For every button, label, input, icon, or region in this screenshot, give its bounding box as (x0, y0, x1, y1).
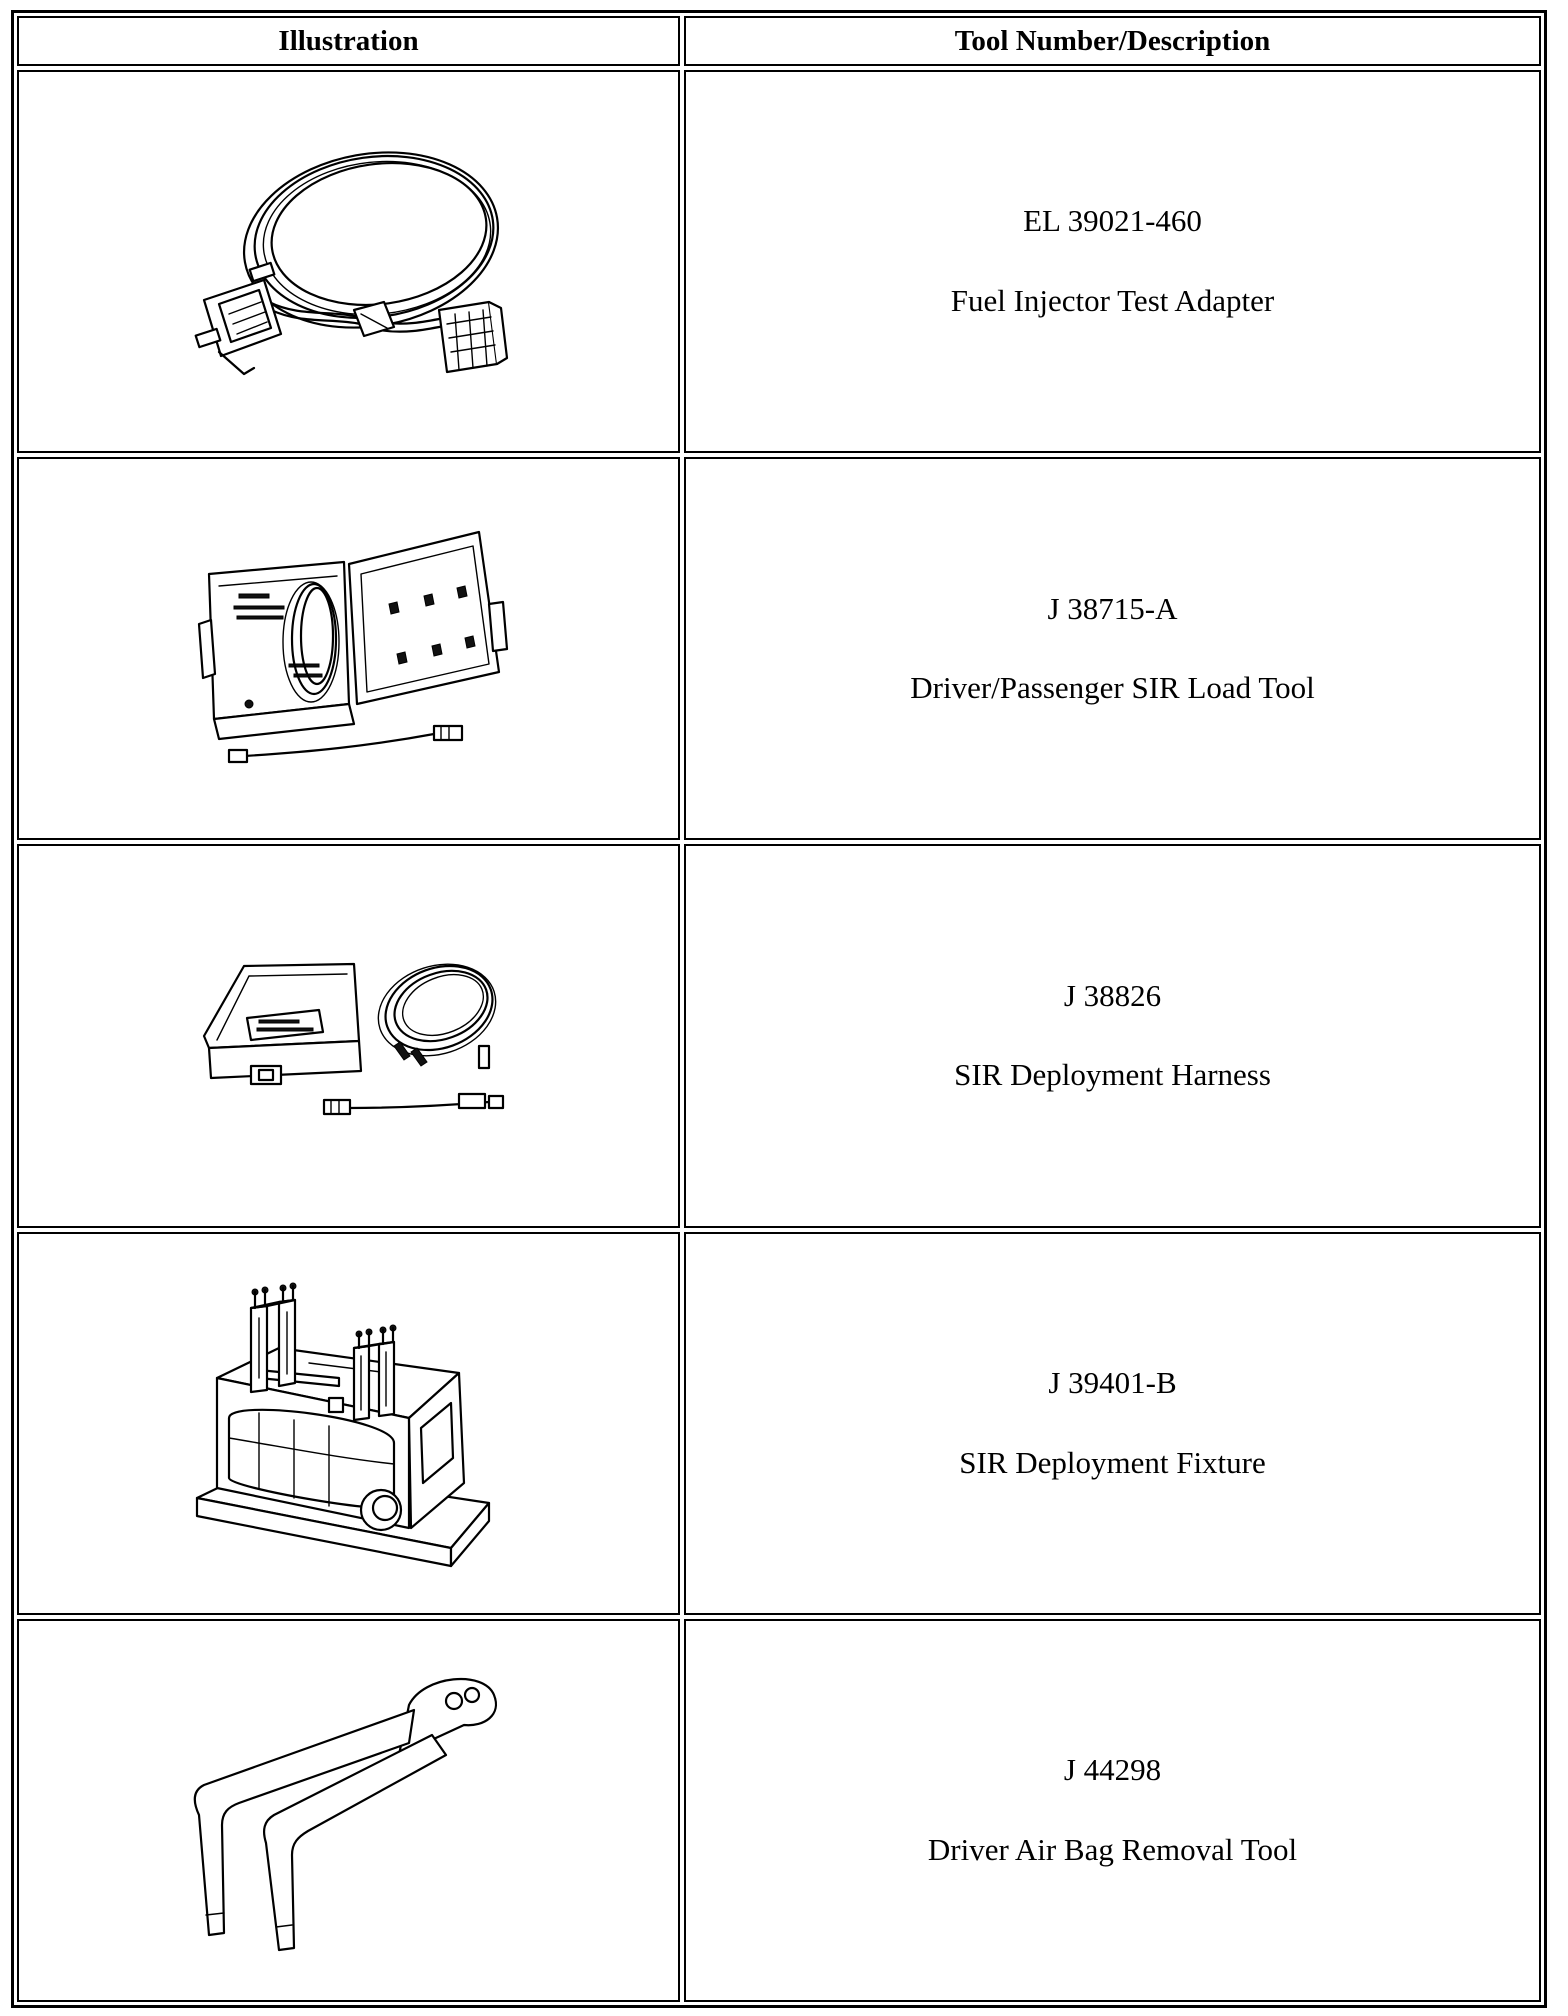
tool-number: J 38715-A (1047, 590, 1178, 626)
tool-description: Driver Air Bag Removal Tool (927, 1831, 1298, 1867)
tool-description: SIR Deployment Fixture (959, 1444, 1266, 1480)
header-illustration: Illustration (17, 16, 680, 66)
tool-number: J 44298 (1063, 1752, 1162, 1788)
tools-table: Illustration Tool Number/Description (11, 10, 1547, 2008)
illustration-cell (17, 457, 680, 841)
tool-description-cell: J 39401-B SIR Deployment Fixture (684, 1231, 1541, 1615)
tool-number: EL 39021-460 (1023, 203, 1202, 239)
tool-description: Driver/Passenger SIR Load Tool (910, 670, 1315, 706)
tool-description: SIR Deployment Harness (954, 1057, 1271, 1093)
tool-description-cell: EL 39021-460 Fuel Injector Test Adapter (684, 70, 1541, 454)
tool-number: J 39401-B (1048, 1364, 1177, 1400)
illustration-cell (17, 1618, 680, 2002)
tool-number: J 38826 (1063, 977, 1162, 1013)
tool-description: Fuel Injector Test Adapter (950, 283, 1275, 319)
illustration-cell (17, 70, 680, 454)
illustration-cell (17, 1231, 680, 1615)
tool-description-cell: J 44298 Driver Air Bag Removal Tool (684, 1618, 1541, 2002)
harness-case-icon (202, 962, 504, 1116)
illustration-cell (17, 844, 680, 1228)
header-tool-number-description: Tool Number/Description (684, 16, 1541, 66)
deployment-fixture-icon (195, 1282, 490, 1568)
tool-description-cell: J 38715-A Driver/Passenger SIR Load Tool (684, 457, 1541, 841)
tool-description-cell: J 38826 SIR Deployment Harness (684, 844, 1541, 1228)
cable-adapter-icon (194, 150, 508, 375)
removal-tool-icon (193, 1678, 497, 1952)
load-tool-case-icon (197, 530, 508, 763)
